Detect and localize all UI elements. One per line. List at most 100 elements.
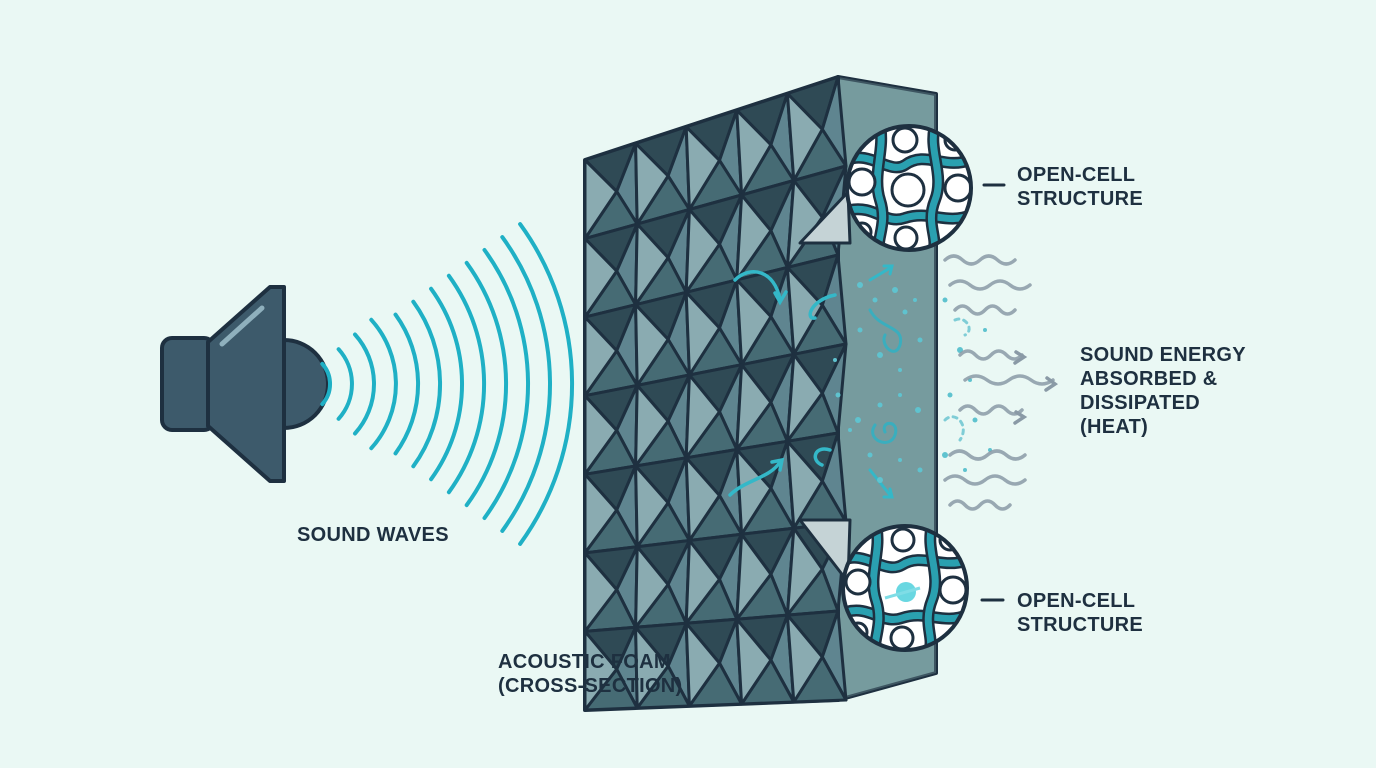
foam-pyramid-face xyxy=(785,526,824,617)
label-absorbed-line2: ABSORBED & xyxy=(1080,368,1218,390)
sound-wave-arc xyxy=(411,299,443,469)
zoom-circle-top xyxy=(845,124,973,252)
heat-wavy-line xyxy=(943,474,1027,486)
foam-pyramid-grid xyxy=(583,75,848,712)
foam-pyramid-face xyxy=(684,456,721,542)
sound-wave-arc xyxy=(393,312,420,456)
label-sound-waves: SOUND WAVES xyxy=(297,523,449,547)
heat-wavy-line xyxy=(958,404,1024,416)
foam-pyramid-face xyxy=(785,439,824,530)
foam-pyramid-face xyxy=(735,617,773,706)
energy-particle xyxy=(898,458,902,462)
heat-wavy-line xyxy=(958,349,1024,361)
energy-particle xyxy=(917,337,923,343)
foam-pyramid-face xyxy=(634,464,670,549)
foam-pyramid-face xyxy=(735,278,773,367)
label-open-cell-top-line1: OPEN-CELL xyxy=(1017,164,1136,186)
heat-wavy-line xyxy=(953,304,1017,316)
leader-lines xyxy=(980,183,1006,602)
foam-pyramid-face xyxy=(684,208,721,294)
energy-particle xyxy=(947,392,953,398)
foam-pyramid-face xyxy=(785,352,824,443)
heat-wavy-line xyxy=(948,499,1012,511)
energy-particle xyxy=(872,297,878,303)
energy-particles xyxy=(833,282,992,483)
label-open-cell-top: OPEN-CELL STRUCTURE xyxy=(1017,163,1143,211)
foam-pyramid-face xyxy=(684,373,721,460)
foam-pyramid-face xyxy=(785,613,824,704)
foam-pyramid-face xyxy=(583,315,619,398)
heat-wavy-line xyxy=(963,374,1055,386)
energy-particle xyxy=(833,358,837,362)
foam-pyramid-face xyxy=(583,158,619,241)
foam-pyramid-face xyxy=(634,625,670,710)
label-absorbed-line4: (HEAT) xyxy=(1080,416,1149,438)
foam-pyramid-face xyxy=(785,92,824,182)
energy-particle xyxy=(877,477,883,483)
label-sound-energy-absorbed: SOUND ENERGY ABSORBED & DISSIPATED (HEAT… xyxy=(1080,343,1246,439)
foam-pyramid-face xyxy=(684,290,721,377)
energy-particle xyxy=(857,282,863,288)
label-acoustic-foam: ACOUSTIC FOAM (CROSS-SECTION) xyxy=(498,650,683,698)
label-acoustic-foam-line2: (CROSS-SECTION) xyxy=(498,675,683,697)
label-open-cell-bottom-line2: STRUCTURE xyxy=(1017,614,1144,636)
energy-particle xyxy=(972,417,978,423)
foam-pyramid-face xyxy=(684,539,721,625)
energy-particle xyxy=(855,417,861,423)
energy-particle xyxy=(898,368,902,372)
sound-wave-arc xyxy=(464,260,509,508)
zoom-circle-bottom xyxy=(841,524,969,652)
heat-arrowheads xyxy=(1013,350,1059,425)
foam-pyramid-face xyxy=(735,448,773,536)
foam-pyramid-face xyxy=(583,472,619,555)
label-open-cell-bottom-line1: OPEN-CELL xyxy=(1017,590,1136,612)
energy-particle xyxy=(898,393,902,397)
energy-particle xyxy=(877,352,883,358)
label-open-cell-bottom: OPEN-CELL STRUCTURE xyxy=(1017,589,1143,637)
energy-particle xyxy=(942,297,948,303)
label-absorbed-line1: SOUND ENERGY xyxy=(1080,344,1246,366)
heat-wavy-line xyxy=(948,279,1032,291)
foam-pyramid-face xyxy=(634,222,670,307)
foam-pyramid-face xyxy=(634,545,670,629)
foam-pyramid-face xyxy=(634,303,670,387)
energy-particle xyxy=(877,402,883,408)
energy-particle xyxy=(913,298,917,302)
label-absorbed-line3: DISSIPATED xyxy=(1080,392,1201,414)
sound-wave-arc xyxy=(369,317,398,451)
heat-dissipation-lines xyxy=(943,254,1055,511)
energy-particle xyxy=(983,328,987,332)
foam-pyramid-face xyxy=(634,383,670,468)
foam-pyramid-face xyxy=(634,141,670,226)
heat-wavy-line xyxy=(948,449,1027,461)
speaker-icon xyxy=(160,285,330,483)
energy-particle xyxy=(942,452,948,458)
energy-particle xyxy=(915,407,921,413)
label-open-cell-top-line2: STRUCTURE xyxy=(1017,188,1144,210)
energy-particle xyxy=(857,327,863,333)
foam-pyramid-face xyxy=(684,125,721,211)
foam-pyramid-face xyxy=(785,265,824,356)
sound-wave-arc xyxy=(336,347,354,421)
sound-wave-arc xyxy=(446,273,486,495)
energy-swirls xyxy=(728,264,971,499)
sound-wave-arc xyxy=(500,235,553,533)
foam-pyramid-face xyxy=(735,108,773,197)
foam-pyramid-face xyxy=(735,363,773,451)
energy-particle xyxy=(835,392,841,398)
label-acoustic-foam-line1: ACOUSTIC FOAM xyxy=(498,651,671,673)
foam-pyramid-face xyxy=(583,237,619,319)
sound-wave-arc xyxy=(320,361,333,407)
sound-wave-arc xyxy=(429,286,465,482)
sound-wave-arc xyxy=(353,332,376,436)
energy-particle xyxy=(848,428,852,432)
foam-pyramid-face xyxy=(583,551,619,633)
sound-wave-arc xyxy=(482,248,530,520)
energy-particle xyxy=(902,309,908,315)
foam-pyramid-face xyxy=(735,532,773,621)
foam-pyramid-face xyxy=(583,394,619,476)
energy-particle xyxy=(917,467,923,473)
zoom-wedges xyxy=(798,190,852,584)
